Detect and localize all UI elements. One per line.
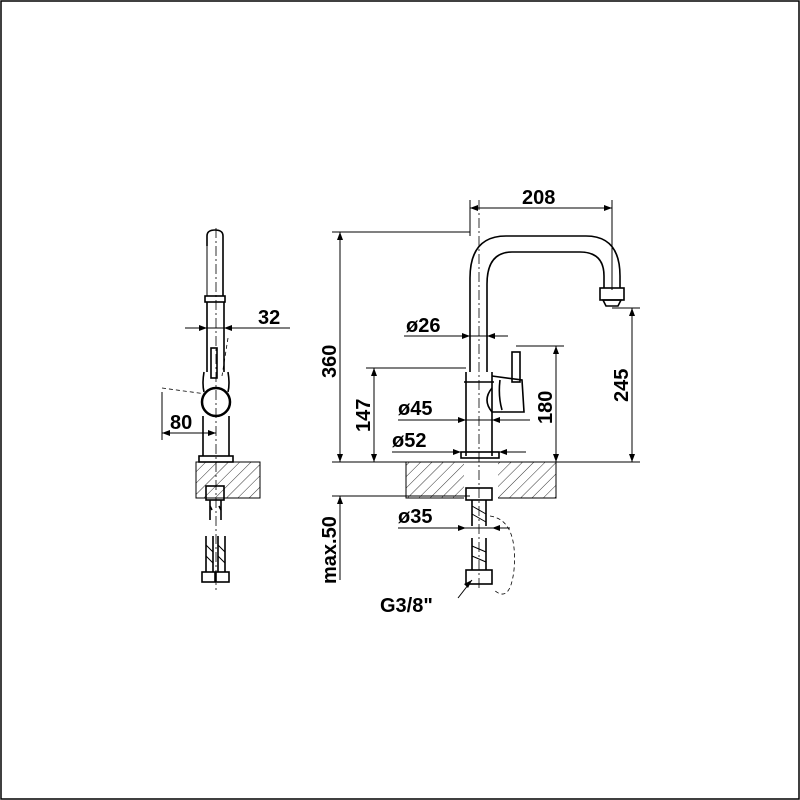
dim-shank-diameter: ø35 [398,506,432,528]
dim-max-deck: max.50 [319,516,341,584]
spout-outline [469,235,621,372]
dim-body-height: 147 [353,399,375,432]
dim-spout-reach: 208 [522,187,555,209]
dim-total-height: 360 [319,345,341,378]
side-view: 32 80 [161,228,290,590]
dim-side-offset: 32 [258,307,280,329]
dim-lever-height: 180 [535,391,557,424]
dim-connection-thread: G3/8" [380,595,433,617]
dim-lever-swing: 80 [170,412,192,434]
dim-base-diameter: ø52 [392,430,426,452]
dim-outlet-height: 245 [611,369,633,402]
front-view: 208 360 245 180 147 ø26 [319,187,640,617]
front-handle [486,375,525,413]
dim-body-diameter: ø45 [398,398,432,420]
dim-spout-diameter: ø26 [406,315,440,337]
